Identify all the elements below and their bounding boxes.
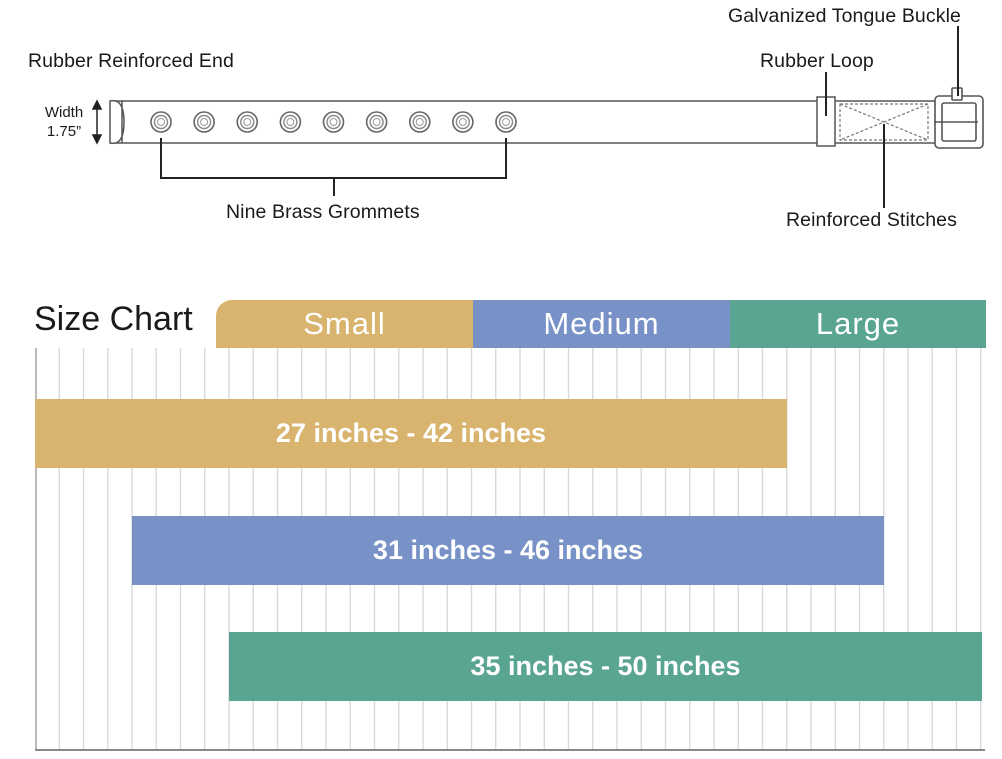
size-bar-large: 35 inches - 50 inches: [229, 632, 982, 701]
brass-grommet: [279, 111, 302, 133]
rubber-reinforced-end: [109, 99, 125, 145]
tab-medium: Medium: [473, 300, 730, 348]
brass-grommet: [495, 111, 517, 133]
rubber-end-label: Rubber Reinforced End: [28, 50, 234, 72]
brass-grommet: [322, 111, 345, 133]
brass-grommet: [150, 111, 172, 133]
width-value-text: 1.75”: [46, 123, 82, 140]
size-chart-title: Size Chart: [34, 300, 193, 338]
width-arrow: [91, 99, 103, 145]
width-label: Width 1.75”: [36, 103, 92, 141]
tab-large-label: Large: [815, 306, 901, 341]
tab-small: Small: [216, 300, 473, 348]
brass-grommet: [365, 111, 388, 133]
tab-large: Large: [730, 300, 986, 348]
grommet-bracket: [160, 138, 507, 196]
tab-small-label: Small: [303, 306, 386, 341]
brass-grommet: [193, 111, 215, 133]
belt-strap: [110, 100, 935, 144]
grommets-label: Nine Brass Grommets: [226, 201, 420, 223]
belt-diagram: [91, 26, 984, 208]
brass-grommet: [236, 111, 259, 133]
size-range-medium: 31 inches - 46 inches: [372, 535, 644, 565]
buckle-label: Galvanized Tongue Buckle: [728, 5, 961, 27]
width-label-text: Width: [44, 104, 84, 121]
size-bar-medium: 31 inches - 46 inches: [132, 516, 884, 585]
size-range-large: 35 inches - 50 inches: [470, 651, 741, 681]
tab-medium-label: Medium: [543, 306, 660, 341]
brass-grommet: [408, 111, 431, 133]
size-bar-small: 27 inches - 42 inches: [35, 399, 787, 468]
brass-grommet: [452, 111, 474, 133]
size-range-small: 27 inches - 42 inches: [275, 418, 547, 448]
tongue-buckle: [934, 87, 984, 149]
grommet-group: [150, 111, 517, 133]
rubber-loop-label: Rubber Loop: [760, 50, 874, 72]
stitches-label: Reinforced Stitches: [786, 209, 957, 231]
